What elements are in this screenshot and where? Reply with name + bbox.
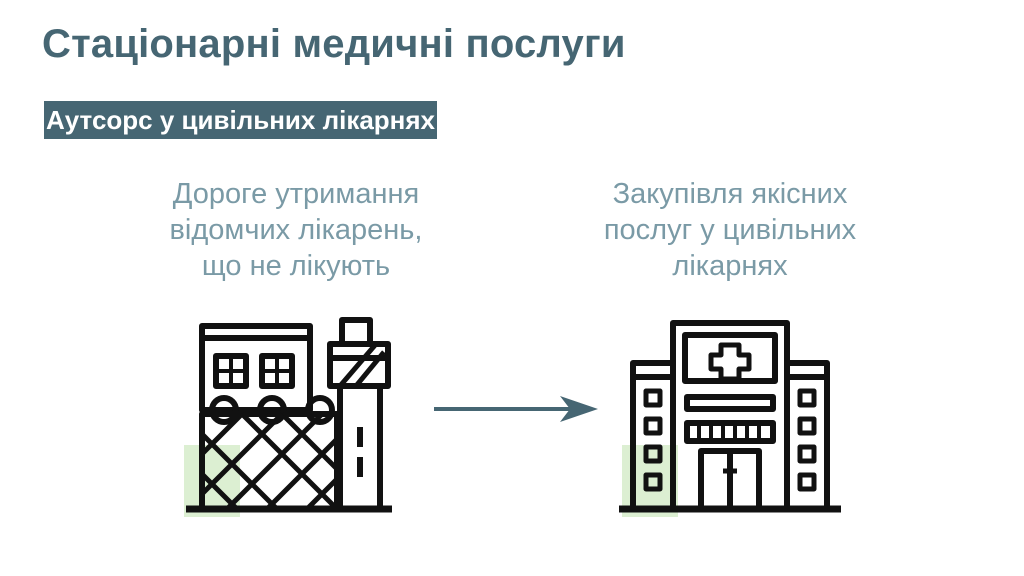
right-caption-line: лікарнях [672, 250, 788, 282]
left-caption: Дороге утримання відомчих лікарень, що н… [126, 176, 466, 284]
arrow-right-icon [434, 396, 598, 422]
right-caption-line: Закупівля якісних [612, 178, 848, 210]
left-caption-line: Дороге утримання [172, 178, 420, 210]
slide-subtitle: Аутсорс у цивільних лікарнях [44, 101, 438, 139]
right-caption: Закупівля якісних послуг у цивільних лік… [560, 176, 900, 284]
hospital-building-icon [619, 320, 841, 517]
right-caption-line: послуг у цивільних [603, 214, 857, 246]
prison-building-icon [184, 317, 392, 517]
slide-title: Стаціонарні медичні послуги [42, 22, 626, 66]
left-caption-line: що не лікують [201, 250, 391, 282]
left-caption-line: відомчих лікарень, [169, 214, 423, 246]
